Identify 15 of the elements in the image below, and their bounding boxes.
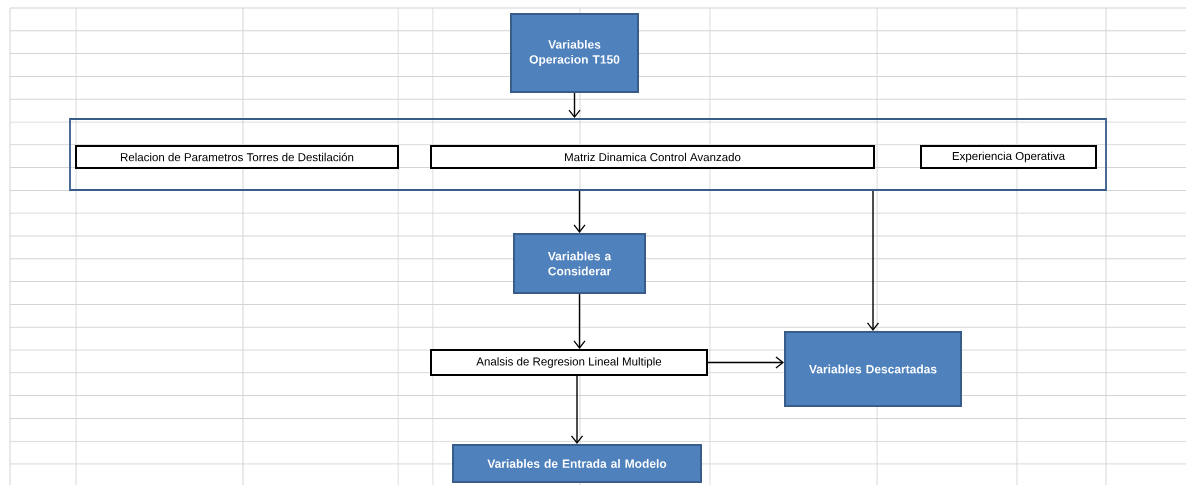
group-frame <box>69 118 1107 191</box>
text-box: Experiencia Operativa <box>920 145 1097 169</box>
text-box: Relacion de Parametros Torres de Destilación <box>75 145 399 169</box>
process-box: Variables a Considerar <box>513 233 646 294</box>
text-box: Analsis de Regresion Lineal Multiple <box>430 349 708 376</box>
arrow <box>707 356 784 369</box>
text-box: Matriz Dinamica Control Avanzado <box>430 145 875 169</box>
arrow <box>573 293 586 349</box>
arrow <box>573 190 586 233</box>
arrow <box>866 190 880 331</box>
arrow <box>568 92 581 119</box>
arrow <box>570 375 584 444</box>
process-box: Variables Descartadas <box>784 331 962 407</box>
process-box: Variables de Entrada al Modelo <box>452 444 702 483</box>
process-box: Variables Operacion T150 <box>510 13 639 93</box>
